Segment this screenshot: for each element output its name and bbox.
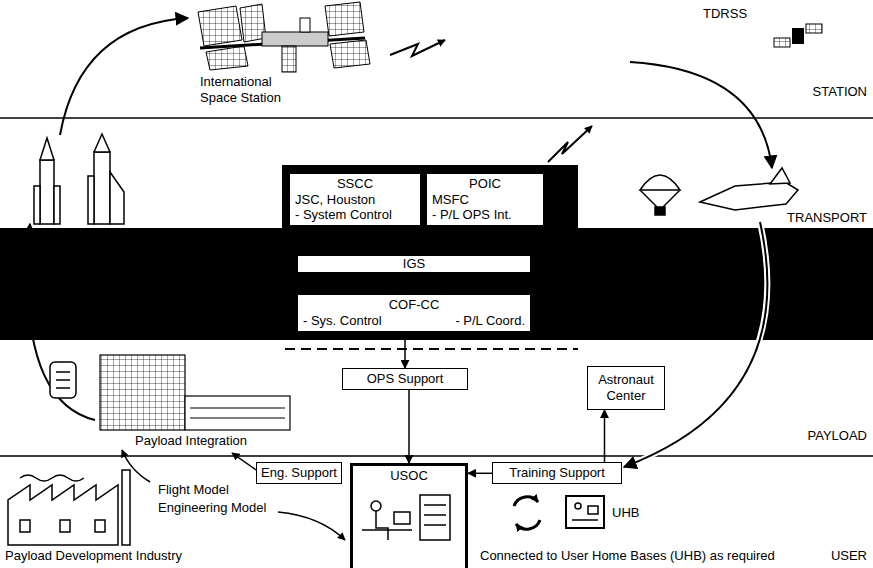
equipment-cabinet — [420, 495, 450, 540]
band-divider — [0, 117, 873, 119]
model-label: Engineering Model — [158, 500, 266, 516]
cycle-arrow — [28, 224, 95, 420]
control-block — [282, 165, 578, 229]
label-text: TRANSPORT — [787, 210, 867, 225]
band-title: PAYLOAD — [808, 428, 867, 444]
label-text: USER — [831, 548, 867, 563]
box-text: COF-CC — [389, 297, 440, 313]
band-divider — [0, 455, 873, 457]
box-text: - System Control — [295, 207, 392, 223]
connector-arrow — [408, 390, 410, 463]
box-text: USOC — [390, 468, 428, 484]
model-label: Flight Model — [158, 482, 229, 498]
home-base-icon — [566, 496, 604, 528]
cycle-arrow — [630, 62, 772, 168]
facility-box: Astronaut Center — [587, 366, 665, 410]
integration-building — [100, 355, 290, 430]
flow-arrow — [278, 512, 345, 540]
factory — [8, 470, 130, 545]
box-text: - P/L OPS Int. — [432, 207, 512, 223]
connector-arrow — [468, 473, 492, 475]
space-shuttle — [700, 168, 798, 210]
tdrss-satellite — [774, 24, 822, 47]
payload-rack — [50, 362, 76, 398]
process-box: OPS Support — [342, 368, 468, 390]
station-name: International Space Station — [200, 74, 296, 105]
process-box: Eng. Support — [256, 462, 342, 484]
cycle-arrow — [624, 222, 767, 467]
box-text: - P/L Coord. — [455, 313, 525, 329]
radio-link — [390, 40, 445, 56]
label-text: Payload Integration — [135, 433, 247, 448]
box-text: - Sys. Control — [303, 313, 382, 329]
operations-center-box: USOC — [350, 463, 468, 568]
box-text: Training Support — [509, 465, 605, 481]
connector-arrow — [404, 332, 406, 368]
label-text: TDRSS — [703, 6, 747, 21]
space-station — [198, 2, 370, 72]
parachute-capsule — [640, 175, 680, 215]
facility-label: Payload Development Industry — [5, 548, 182, 564]
radio-link — [548, 126, 592, 162]
label-text: Engineering Model — [158, 500, 266, 515]
box-text: POIC — [469, 176, 501, 192]
dashed-boundary — [285, 348, 578, 350]
label-text: Payload Development Industry — [5, 548, 182, 563]
exchange-symbol — [514, 497, 540, 529]
box-text: OPS Support — [367, 371, 444, 387]
label-text: UHB — [612, 505, 639, 520]
control-center-box: POICMSFC- P/L OPS Int. — [425, 172, 545, 227]
flow-arrow — [232, 453, 256, 470]
process-box: Training Support — [492, 462, 622, 484]
box-text: SSCC — [337, 176, 373, 192]
band-title: USER — [831, 548, 867, 564]
facility-label: Payload Integration — [135, 433, 247, 449]
band-title: TRANSPORT — [787, 210, 867, 226]
box-text: Astronaut Center — [593, 372, 659, 403]
band-title: STATION — [813, 84, 867, 100]
satellite-name: TDRSS — [703, 6, 747, 22]
box-text: JSC, Houston — [295, 192, 375, 208]
cycle-arrow — [60, 18, 188, 135]
label-text: STATION — [813, 84, 867, 99]
ground-segment-band — [0, 228, 873, 340]
label-text: International Space Station — [200, 74, 281, 105]
network-bar: IGS — [297, 255, 531, 273]
control-center-box: SSCCJSC, Houston- System Control — [288, 172, 422, 227]
operator-icon — [362, 501, 412, 540]
connector-arrow — [604, 410, 606, 462]
label-text: Flight Model — [158, 482, 229, 497]
label-text: PAYLOAD — [808, 428, 867, 443]
flow-arrow — [122, 450, 150, 482]
box-text: Eng. Support — [261, 465, 337, 481]
cycle-arrow-outline — [622, 222, 767, 468]
box-text: MSFC — [432, 192, 469, 208]
box-text: IGS — [403, 256, 425, 272]
note: Connected to User Home Bases (UHB) as re… — [480, 548, 775, 564]
label-text: Connected to User Home Bases (UHB) as re… — [480, 548, 775, 563]
control-center-box: COF-CC - Sys. Control - P/L Coord. — [297, 294, 531, 332]
site-label: UHB — [612, 505, 639, 521]
launch-vehicles — [34, 134, 124, 224]
